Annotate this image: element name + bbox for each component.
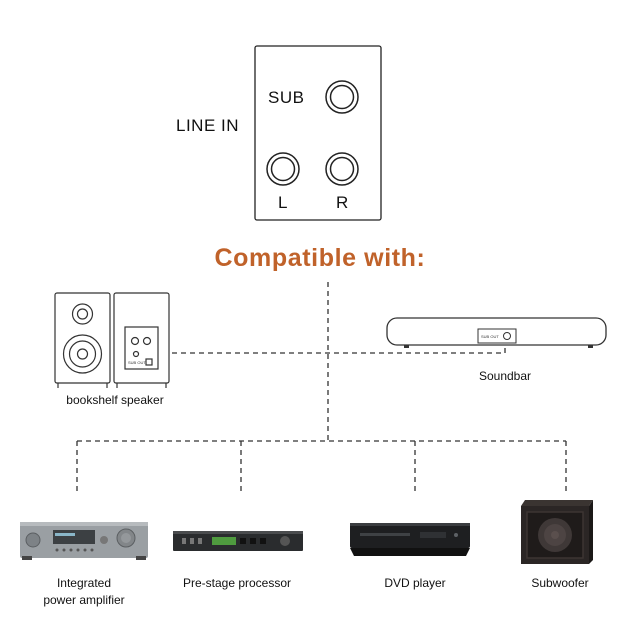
right-jack: [325, 152, 359, 186]
sub-jack: [325, 80, 359, 114]
processor-illustration: [173, 531, 303, 551]
dvd-player-illustration: [350, 523, 470, 556]
soundbar-illustration: [386, 317, 607, 348]
speaker-soundbar-line: [136, 340, 506, 354]
amplifier-label-line2: power amplifier: [43, 593, 125, 607]
left-jack: [266, 152, 300, 186]
dvd-player-label: DVD player: [384, 576, 446, 590]
soundbar-label: Soundbar: [478, 369, 532, 383]
left-channel-label: L: [278, 193, 288, 212]
amplifier-illustration: [20, 522, 148, 560]
amplifier-label: Integrated power amplifier: [14, 575, 154, 609]
sub-label: SUB: [268, 88, 305, 107]
bookshelf-speaker-illustration: [54, 292, 170, 388]
speaker-port-text: SUB OUT: [128, 360, 146, 365]
amplifier-label-line1: Integrated: [56, 576, 112, 590]
compatible-heading: Compatible with:: [214, 244, 426, 272]
bookshelf-speaker-label: bookshelf speaker: [66, 393, 164, 407]
subwoofer-label: Subwoofer: [531, 576, 589, 590]
right-channel-label: R: [336, 193, 349, 212]
connector-lines: [76, 282, 567, 492]
subwoofer-illustration: [521, 500, 593, 564]
processor-label: Pre-stage processor: [182, 576, 292, 590]
line-in-label: LINE IN: [176, 116, 240, 135]
soundbar-port-text: SUB OUT: [481, 334, 499, 339]
line-in-panel: [254, 45, 382, 221]
